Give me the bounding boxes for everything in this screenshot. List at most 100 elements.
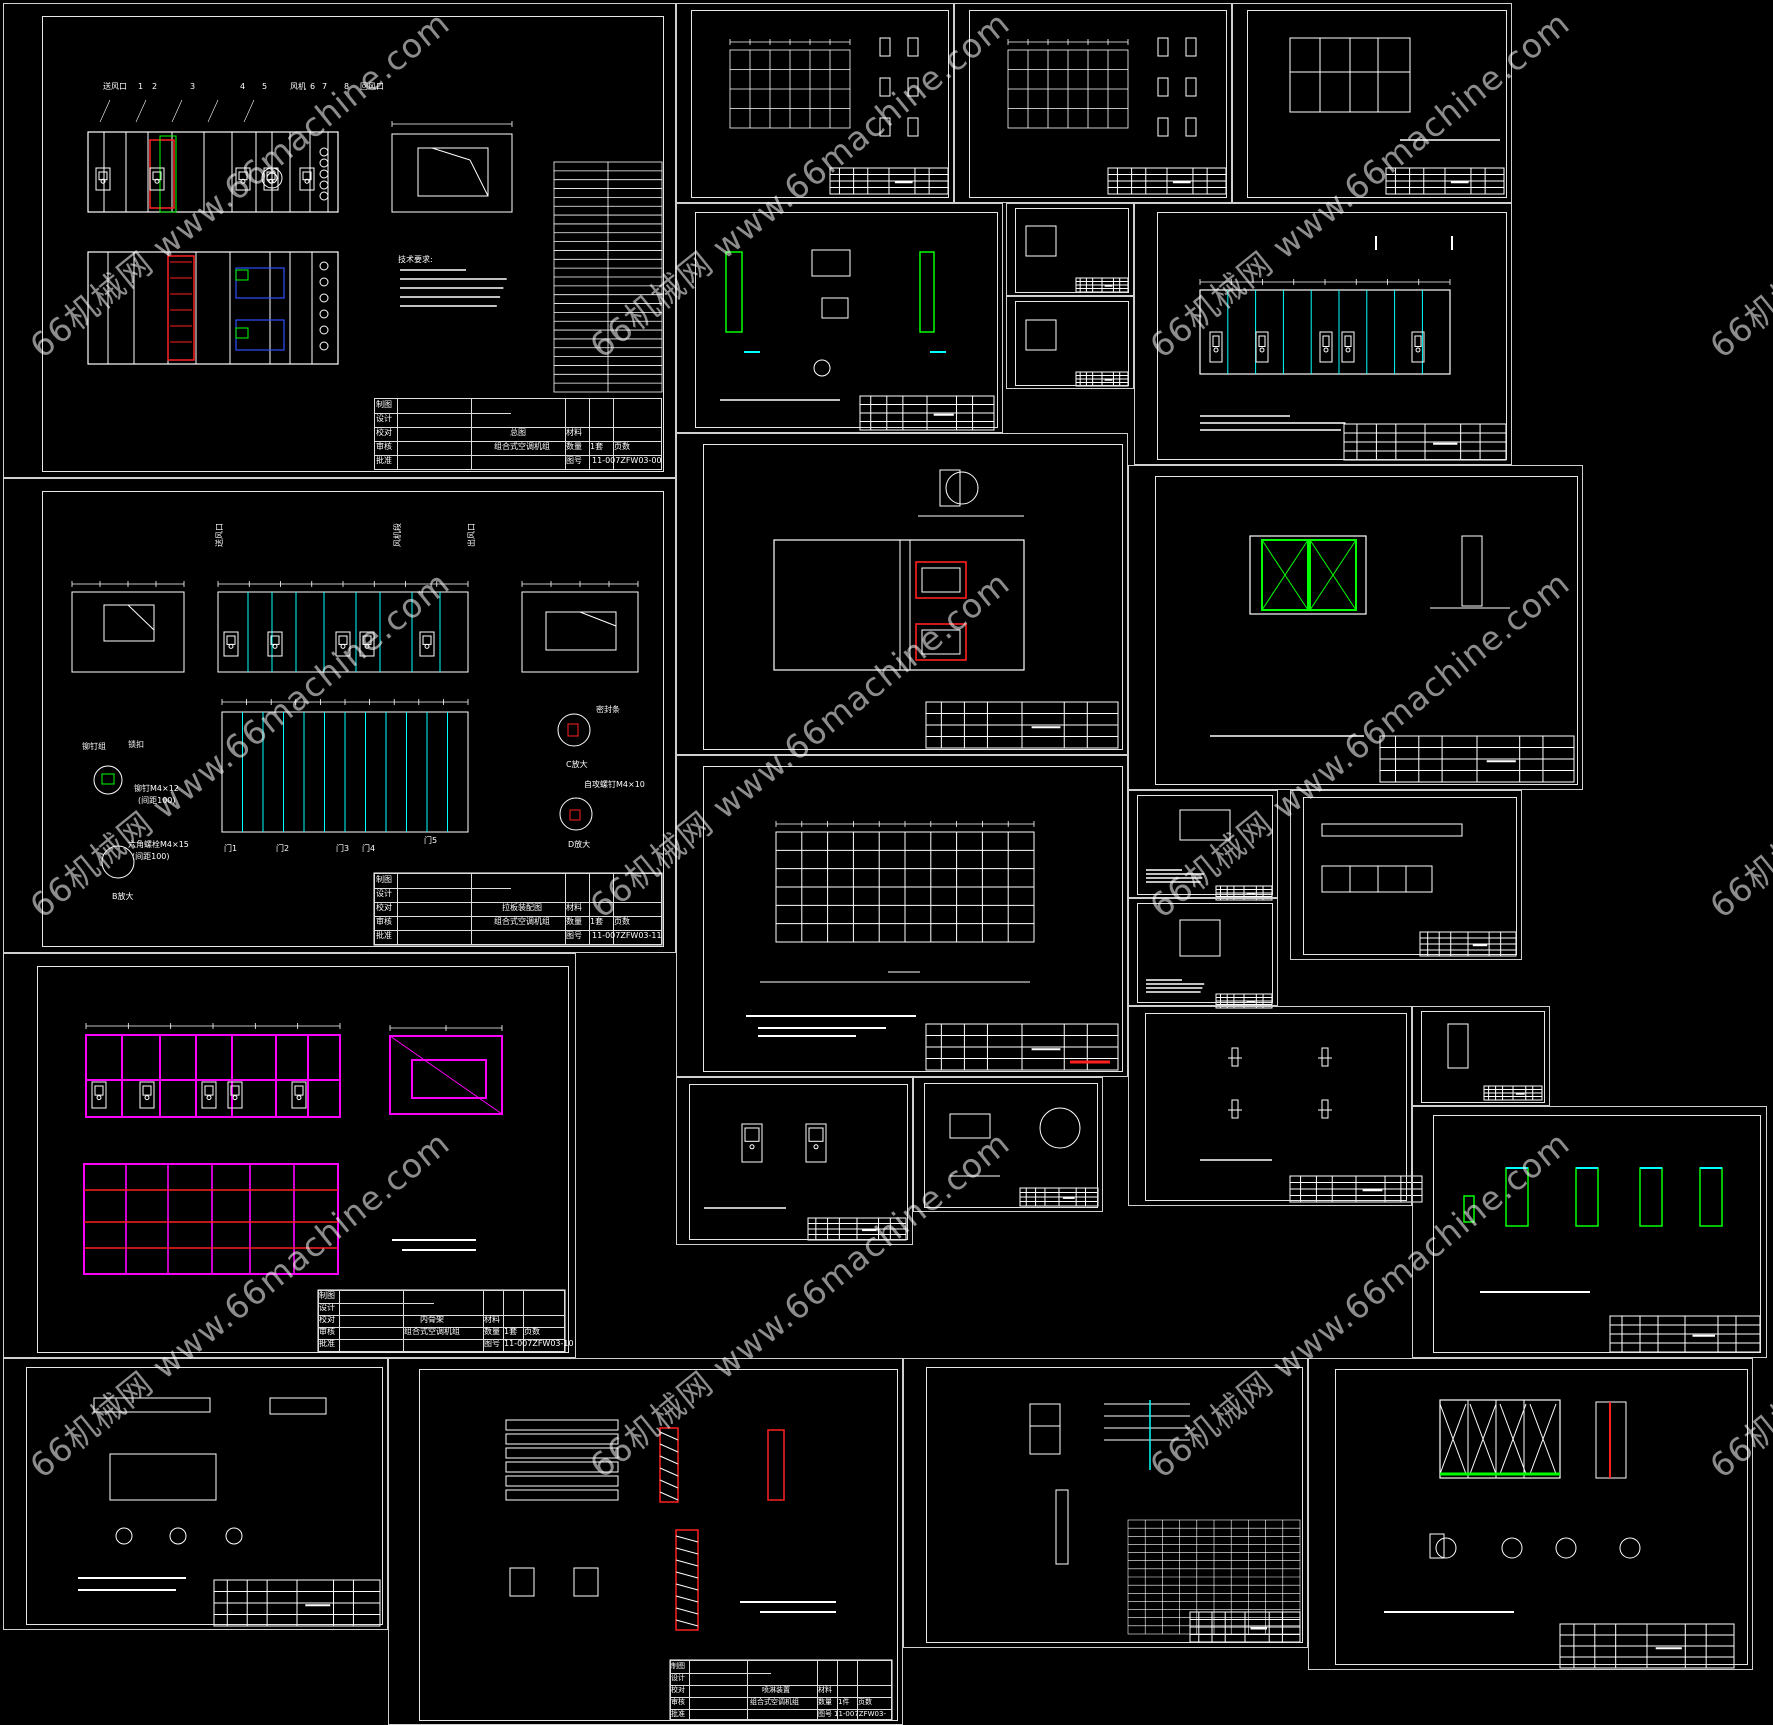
profile-section (879, 77, 891, 97)
channel (109, 1453, 217, 1501)
damper-symbol (319, 169, 329, 179)
sheet-small-c[interactable] (1128, 790, 1278, 898)
door-symbol (335, 631, 351, 657)
door-symbol (96, 1095, 102, 1101)
profile-section (1185, 77, 1197, 97)
sheet-general-assembly[interactable] (3, 3, 676, 478)
profile-section (879, 37, 891, 57)
sheet-frame (42, 491, 664, 947)
side-elevation (217, 591, 469, 673)
damper-symbol (319, 277, 329, 287)
door-symbol (144, 1095, 150, 1101)
label-return-air: 回风口 (360, 82, 384, 91)
sheet-door-a[interactable] (676, 1077, 913, 1245)
sheet-small-b[interactable] (1006, 296, 1134, 389)
fan-symbol (261, 167, 283, 189)
end-view (127, 604, 155, 631)
door-symbol (154, 178, 160, 184)
sheet-frame-b[interactable] (954, 3, 1232, 203)
damper-symbol (319, 147, 329, 157)
fan-symbol (266, 172, 278, 184)
tb4-product: 组合式空调机组 (750, 1698, 799, 1706)
tb1-row-design: 设计 (376, 414, 392, 423)
profile-section (1157, 37, 1169, 57)
fan-wheel (1039, 1107, 1081, 1149)
note-spacing-100b: (间距100) (132, 852, 170, 861)
sheet-door-profiles[interactable] (1412, 1106, 1767, 1358)
sheet-bottom-a[interactable] (3, 1358, 388, 1630)
leader-line (171, 99, 183, 123)
profile-section (907, 117, 919, 137)
spray-header (659, 1427, 679, 1503)
sheet-frame-a[interactable] (676, 3, 954, 203)
fan-motor (235, 269, 249, 281)
door-symbol (1344, 335, 1352, 347)
label-3: 3 (190, 82, 196, 91)
sheet-frame (689, 1084, 908, 1240)
tb1-row-review: 审核 (376, 442, 392, 451)
door-symbol (1414, 335, 1422, 347)
door-symbol (100, 178, 106, 184)
sheet-brackets[interactable] (1128, 1006, 1412, 1206)
sheet-piping[interactable] (903, 1358, 1308, 1648)
damper-symbol (319, 191, 329, 201)
sheet-small-a[interactable] (1006, 203, 1134, 296)
tb3-code-label: 图号 (484, 1339, 500, 1348)
fan (939, 469, 961, 507)
detail (1555, 1537, 1577, 1559)
spray-header (659, 1491, 679, 1501)
damper-symbol (319, 341, 329, 351)
sheet-panel-assembly[interactable] (3, 478, 676, 953)
tb2-row-check: 校对 (376, 903, 392, 912)
sheet-inner-frame[interactable] (3, 953, 576, 1358)
door-symbol (296, 1095, 302, 1101)
side-view (469, 159, 489, 197)
door-detail (744, 1127, 760, 1142)
sheet-frame (1015, 208, 1129, 293)
sheet-filter[interactable] (1308, 1358, 1753, 1670)
tb3-drawing-name: 内骨架 (420, 1315, 444, 1324)
detail (1179, 809, 1231, 841)
sheet-rail[interactable] (1290, 790, 1522, 960)
door-symbol (359, 631, 375, 657)
door-1: 门1 (224, 844, 238, 853)
sheet-profiles[interactable] (676, 203, 1003, 433)
tb1-code-label: 图号 (566, 456, 582, 465)
sheet-frame (924, 1083, 1098, 1208)
door-symbol (272, 643, 278, 649)
filter-media (1499, 1403, 1527, 1475)
door-symbol (95, 167, 111, 191)
sheet-small-d[interactable] (1128, 898, 1278, 1006)
spray-header (675, 1607, 699, 1615)
sheet-fan-motor[interactable] (913, 1077, 1103, 1212)
sheet-fan-section[interactable] (676, 433, 1128, 755)
sheet-small-e[interactable] (1412, 1006, 1550, 1106)
profile (821, 297, 849, 319)
sheet-damper[interactable] (1128, 465, 1583, 790)
door-symbol (139, 1081, 155, 1109)
coil (915, 561, 967, 599)
door-symbol (1212, 335, 1220, 347)
end-view (103, 604, 155, 642)
spray-header (675, 1583, 699, 1591)
profile-section (1157, 77, 1169, 97)
note-self-tap-screw: 自攻螺钉M4×10 (584, 780, 645, 789)
label-1: 1 (138, 82, 144, 91)
damper-frame (1249, 535, 1367, 615)
door-3: 门3 (336, 844, 350, 853)
door-detail (813, 1144, 819, 1150)
pipe-riser (1055, 1489, 1069, 1565)
filter-media (1529, 1403, 1557, 1475)
damper-symbol (319, 261, 329, 271)
sheet-unit-elevation[interactable] (1134, 203, 1512, 465)
detail-circle (101, 773, 115, 785)
tb3-code: 11-007ZFW03-10 (504, 1339, 574, 1348)
tb4-material-label: 材料 (818, 1686, 832, 1694)
door-symbol (227, 1081, 243, 1109)
tb3-product: 组合式空调机组 (404, 1327, 460, 1336)
detail (1179, 919, 1221, 957)
sheet-frame-c[interactable] (1232, 3, 1512, 203)
label-5: 5 (262, 82, 268, 91)
door-symbol (304, 178, 310, 184)
sheet-base-grid[interactable] (676, 755, 1128, 1077)
